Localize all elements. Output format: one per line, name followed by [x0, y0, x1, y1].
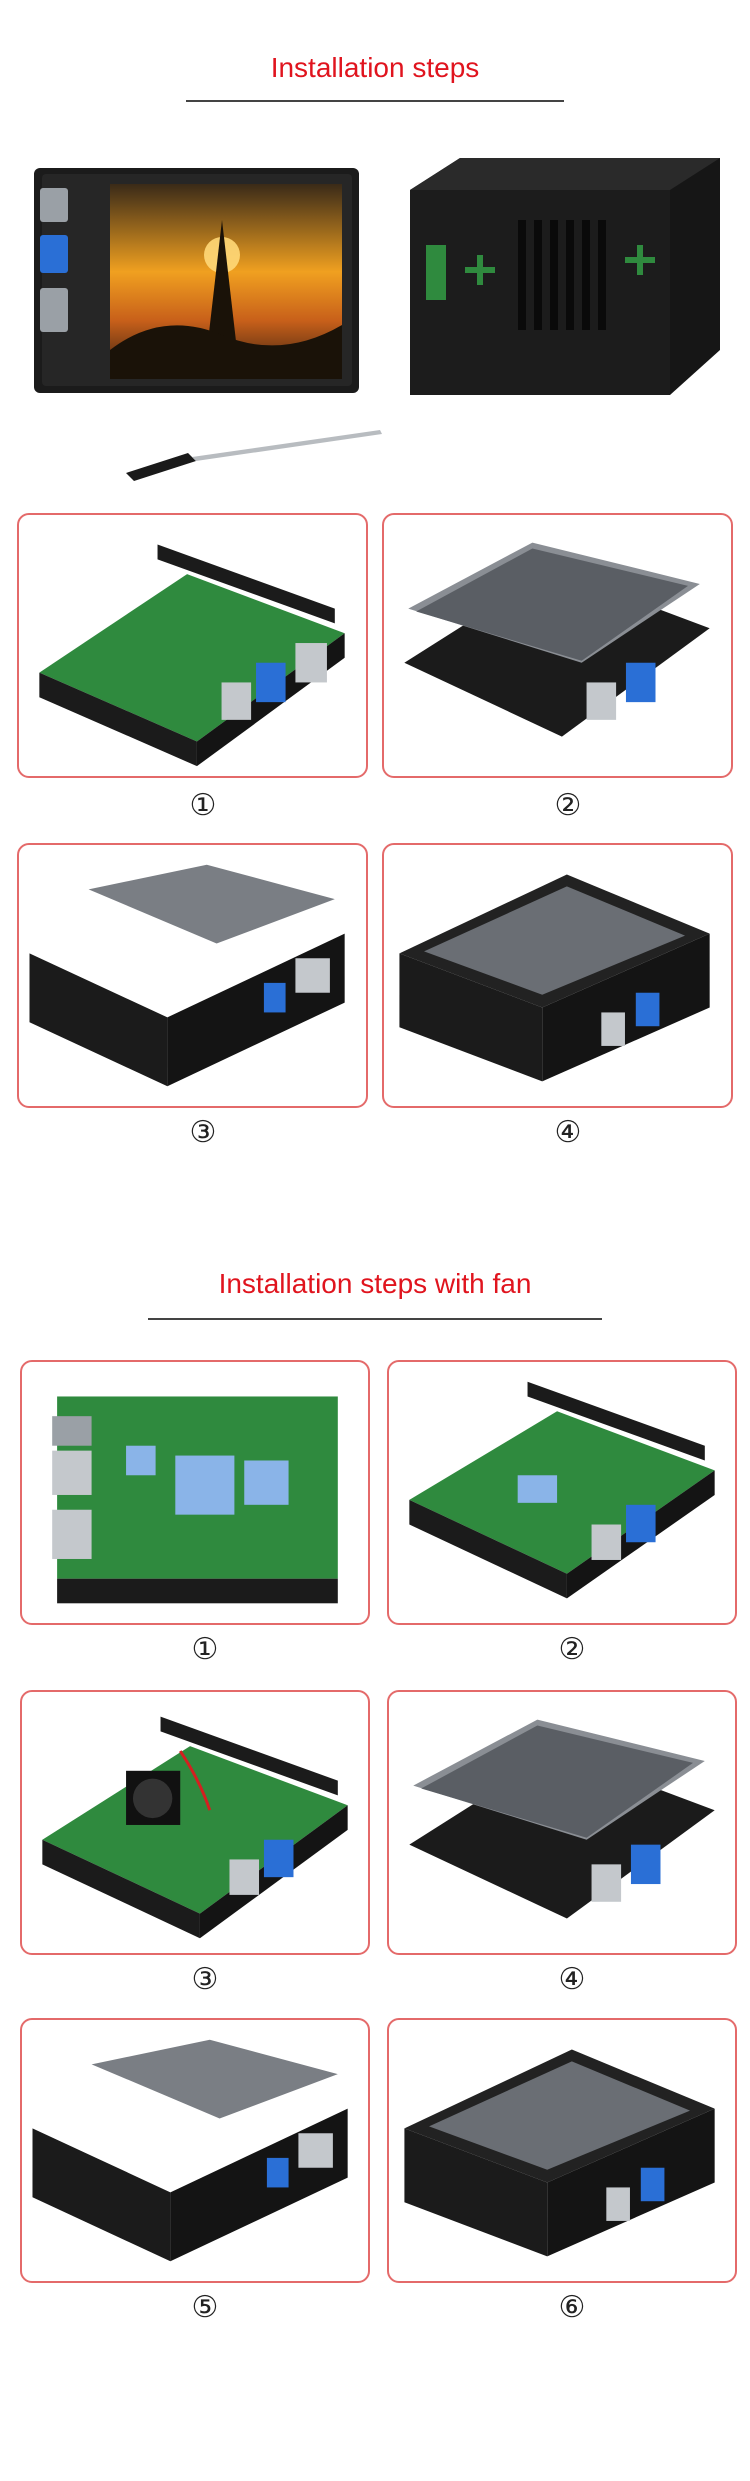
section1-step1-panel: [17, 513, 368, 778]
section2-step3-number: ③: [191, 1962, 219, 1997]
lcd-screen-image: [404, 542, 710, 737]
section2-step3-panel: [20, 1690, 370, 1955]
section1-step3-number: ③: [189, 1115, 217, 1150]
screwdriver-image: [118, 425, 388, 485]
raspberry-pi-in-case-image: [39, 544, 345, 767]
section2-step1-panel: [20, 1360, 370, 1625]
case-front-with-lcd-image: [22, 160, 367, 400]
section1-step1-number: ①: [189, 788, 217, 823]
section2-step6-panel: [387, 2018, 737, 2283]
black-case-image: [32, 2039, 348, 2262]
lcd-screen-image: [409, 1719, 715, 1919]
section2-step5-panel: [20, 2018, 370, 2283]
section1-title-underline: [186, 100, 564, 102]
section1-step2-panel: [382, 513, 733, 778]
black-case-image: [399, 874, 710, 1082]
section1-title: Installation steps: [270, 52, 480, 83]
section2-step4-number: ④: [558, 1962, 586, 1997]
section2-step2-number: ②: [558, 1632, 586, 1667]
raspberry-pi-board-image: [52, 1396, 338, 1604]
section2-step2-panel: [387, 1360, 737, 1625]
black-case-image: [29, 864, 345, 1087]
section1-step3-panel: [17, 843, 368, 1108]
section2-step6-number: ⑥: [558, 2290, 586, 2325]
section2-step5-number: ⑤: [191, 2290, 219, 2325]
section1-step4-number: ④: [554, 1115, 582, 1150]
case-back-image: [400, 150, 730, 400]
raspberry-pi-in-case-image: [409, 1381, 715, 1599]
black-case-image: [404, 2049, 715, 2257]
section2-title: Installation steps with fan: [218, 1268, 532, 1299]
section2-step1-number: ①: [191, 1632, 219, 1667]
section1-step2-number: ②: [554, 788, 582, 823]
fan-image: [42, 1716, 348, 1939]
section1-step4-panel: [382, 843, 733, 1108]
section2-title-underline: [148, 1318, 602, 1320]
section2-step4-panel: [387, 1690, 737, 1955]
